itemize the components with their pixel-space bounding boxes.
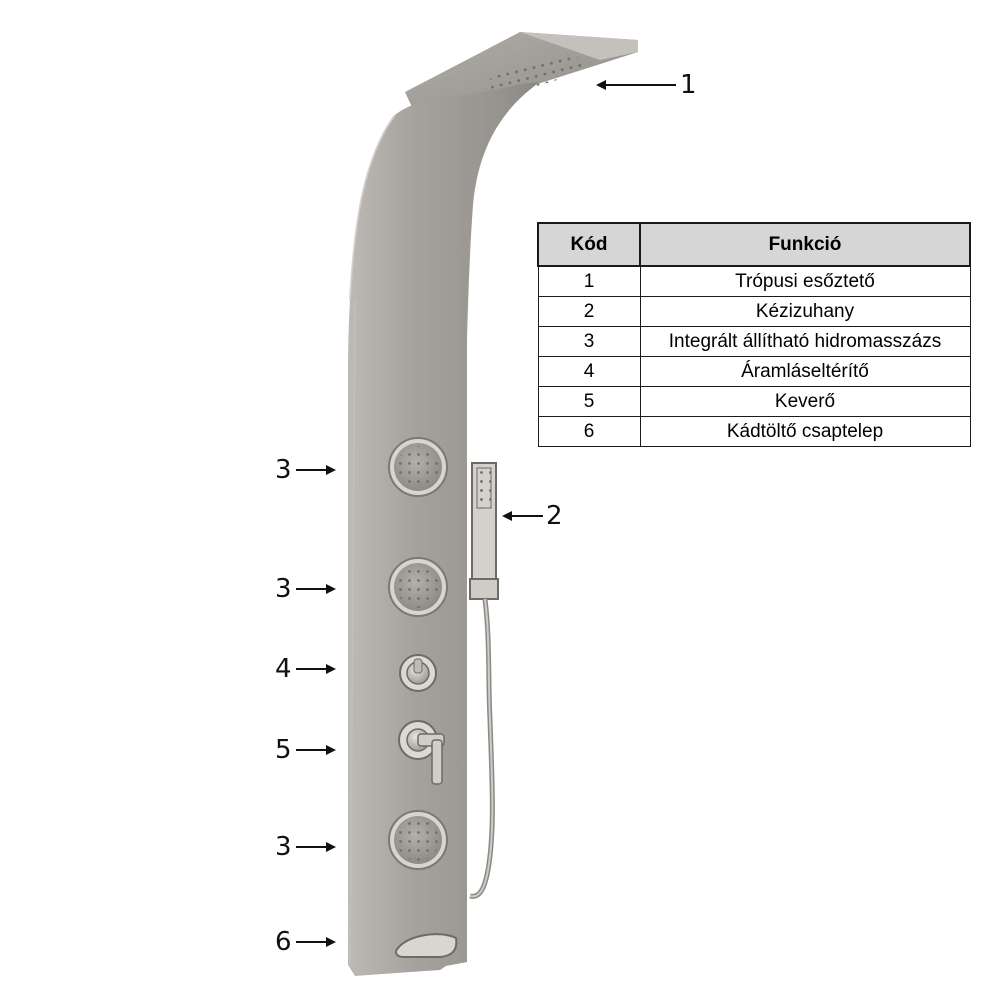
hand-shower bbox=[469, 462, 499, 899]
callout-number-6: 6 bbox=[275, 927, 292, 957]
table-row: 5 Keverő bbox=[537, 386, 971, 417]
callout-arrows bbox=[296, 80, 676, 947]
row-function: Kádtöltő csaptelep bbox=[639, 416, 971, 447]
mixer-lever bbox=[398, 720, 445, 785]
callout-number-3-middle: 3 bbox=[275, 574, 292, 604]
row-function: Keverő bbox=[639, 386, 971, 417]
row-code: 6 bbox=[537, 416, 641, 447]
row-code: 4 bbox=[537, 356, 641, 387]
body-jet-top bbox=[388, 437, 448, 497]
callout-number-3-bottom: 3 bbox=[275, 832, 292, 862]
table-row: 6 Kádtöltő csaptelep bbox=[537, 416, 971, 447]
tub-spout bbox=[394, 933, 458, 958]
table-row: 2 Kézizuhany bbox=[537, 296, 971, 327]
row-function: Integrált állítható hidromasszázs bbox=[639, 326, 971, 357]
legend-header-row: Kód Funkció bbox=[537, 222, 971, 267]
header-function: Funkció bbox=[639, 222, 971, 267]
shower-panel-body bbox=[348, 82, 540, 976]
callout-number-5: 5 bbox=[275, 735, 292, 765]
callout-number-3-top: 3 bbox=[275, 455, 292, 485]
callout-number-1: 1 bbox=[680, 70, 697, 100]
diverter-knob bbox=[399, 654, 437, 692]
header-code: Kód bbox=[537, 222, 641, 267]
row-function: Kézizuhany bbox=[639, 296, 971, 327]
body-jet-middle bbox=[388, 557, 448, 617]
row-function: Áramláseltérítő bbox=[639, 356, 971, 387]
row-code: 2 bbox=[537, 296, 641, 327]
table-row: 1 Trópusi esőztető bbox=[537, 265, 971, 297]
table-row: 4 Áramláseltérítő bbox=[537, 356, 971, 387]
table-row: 3 Integrált állítható hidromasszázs bbox=[537, 326, 971, 357]
legend-table: Kód Funkció 1 Trópusi esőztető 2 Kézizuh… bbox=[537, 222, 971, 447]
callout-number-4: 4 bbox=[275, 654, 292, 684]
callout-number-2: 2 bbox=[546, 501, 563, 531]
row-function: Trópusi esőztető bbox=[639, 265, 971, 297]
row-code: 5 bbox=[537, 386, 641, 417]
body-jet-bottom bbox=[388, 810, 448, 870]
row-code: 1 bbox=[537, 265, 641, 297]
row-code: 3 bbox=[537, 326, 641, 357]
